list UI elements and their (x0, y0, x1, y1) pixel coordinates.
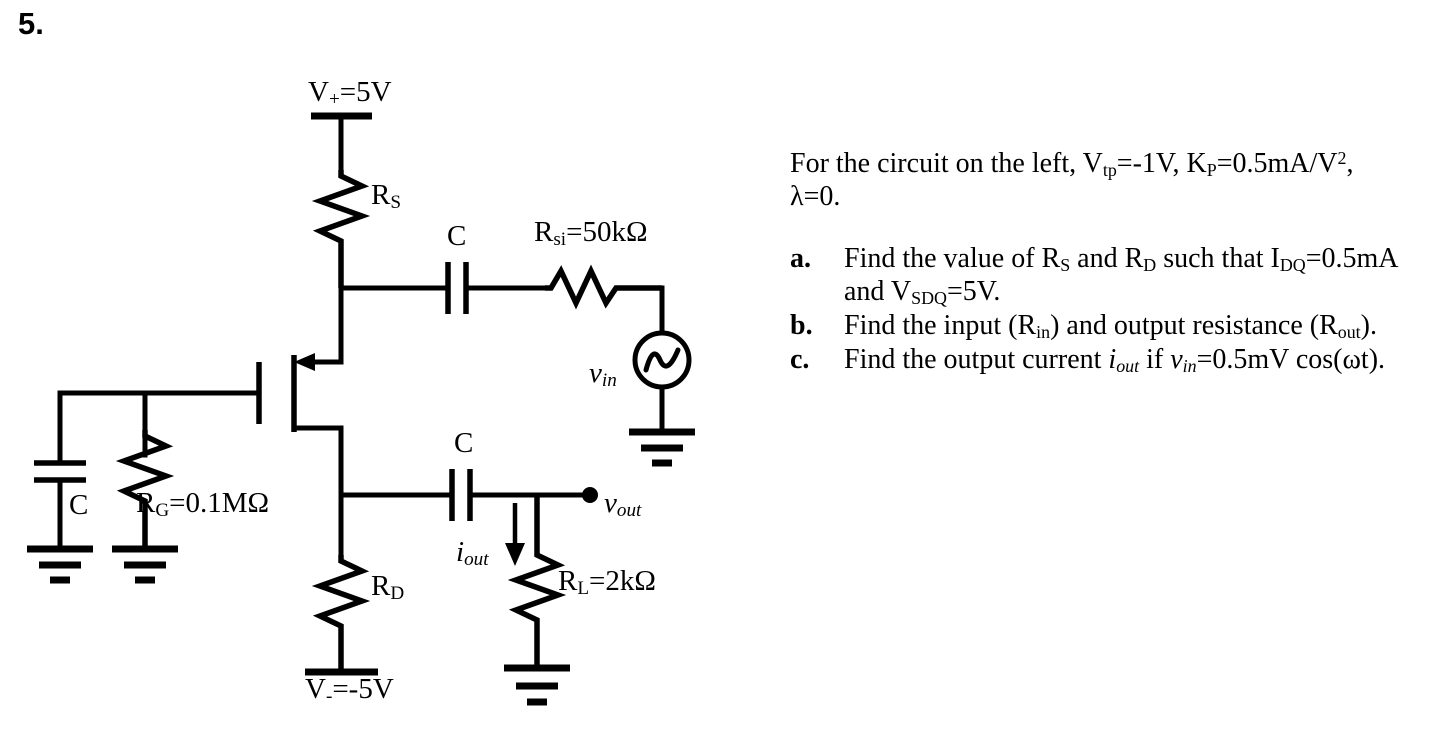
label-vminus: V-=-5V (305, 673, 394, 708)
supply-rail-positive (311, 112, 372, 173)
current-arrow-iout (505, 503, 525, 566)
capacitor-output-coupling (449, 469, 593, 521)
question-marker: b. (790, 309, 813, 341)
node-source (338, 285, 451, 365)
label-cap-input: C (447, 220, 467, 252)
ground-symbol-rg (112, 545, 178, 584)
ground-symbol-source (629, 428, 695, 467)
label-rl: RL=2kΩ (558, 565, 656, 600)
question-text: Find the output current iout if vin=0.5m… (844, 343, 1386, 376)
capacitor-gate-bypass (34, 460, 86, 552)
label-vplus: V+=5V (308, 76, 392, 111)
kp-exponent: 2 (1337, 148, 1347, 168)
label-cap-gate: C (69, 489, 89, 521)
label-rg: RG=0.1MΩ (136, 487, 270, 522)
resistor-rg (115, 430, 175, 549)
ac-source-vin (632, 285, 692, 435)
question-item: a. Find the value of RS and RD such that … (790, 243, 1410, 308)
question-item: b. Find the input (Rin) and output resist… (790, 310, 1410, 343)
question-text: Find the value of RS and RD such that ID… (844, 243, 1397, 309)
node-drain (338, 492, 455, 558)
resistor-rs (311, 170, 371, 288)
kp-value: =0.5mA/V (1216, 148, 1338, 180)
problem-intro: For the circuit on the left, Vtp=-1V, KP… (790, 148, 1410, 213)
question-list: a. Find the value of RS and RD such that … (790, 243, 1410, 376)
output-node-dot (582, 487, 598, 503)
vtp-value: =-1V, (1116, 148, 1180, 180)
label-iout: iout (456, 536, 489, 571)
question-text: Find the input (Rin) and output resistan… (844, 309, 1377, 342)
question-item: c. Find the output current iout if vin=0.… (790, 344, 1410, 377)
gate-bias-wire (57, 390, 213, 466)
vtp-subscript: tp (1102, 160, 1117, 181)
label-cap-output: C (454, 427, 474, 459)
lambda-value: , λ=0. (790, 148, 1354, 212)
label-rs: RS (371, 179, 401, 214)
label-vin: vin (589, 357, 617, 392)
label-rd: RD (371, 570, 405, 605)
circuit-diagram (27, 112, 695, 706)
capacitor-input-coupling (445, 262, 548, 314)
problem-text-panel: For the circuit on the left, Vtp=-1V, KP… (790, 148, 1410, 377)
resistor-rl (507, 495, 567, 668)
label-vout: vout (604, 487, 642, 522)
intro-prefix: For the circuit on the left, V (790, 148, 1103, 180)
kp-symbol: K (1186, 148, 1207, 180)
question-marker: a. (790, 243, 811, 275)
ground-symbol-rl (504, 664, 570, 706)
transistor-pmos (207, 353, 344, 498)
ground-symbol-gate-cap (27, 545, 93, 584)
resistor-rd (311, 555, 371, 672)
resistor-rsi (545, 264, 662, 310)
label-rsi: Rsi=50kΩ (534, 216, 648, 251)
question-marker: c. (790, 343, 810, 375)
problem-number: 5. (18, 6, 44, 41)
kp-subscript: P (1206, 160, 1217, 181)
